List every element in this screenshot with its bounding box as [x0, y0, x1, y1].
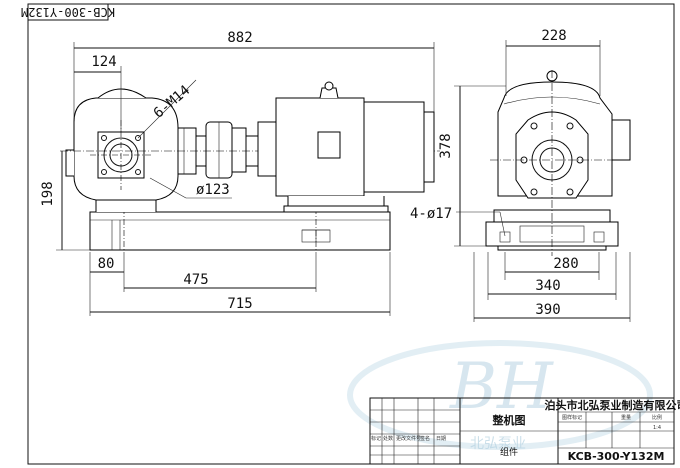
row-label-3: 签名: [420, 435, 430, 442]
base-plate: [89, 211, 391, 251]
row-label-0: 标记: [371, 435, 381, 442]
dim-base-offset: 80: [98, 256, 115, 272]
row-label-4: 日期: [436, 436, 446, 442]
dim-side-hole-280: 280: [553, 256, 578, 272]
corner-code-text: KCB-300-Y132M: [21, 5, 115, 19]
side-view: [485, 70, 631, 256]
row-label-2: 更改文件号: [396, 435, 421, 442]
drawing-frame: [27, 3, 675, 465]
dim-overall-length: 882: [227, 30, 252, 46]
dim-flange-offset: 124: [91, 54, 116, 70]
dim-side-width-top: 228: [541, 28, 566, 44]
dim-center-height: 198: [40, 181, 56, 206]
dim-side-base-width: 390: [535, 302, 560, 318]
col-label-1: 重量: [621, 414, 631, 421]
dim-anchor-holes: 4-ø17: [410, 206, 452, 222]
row-label-1: 处数: [383, 435, 393, 442]
dimension-lines: [56, 40, 631, 322]
front-view: [60, 81, 440, 252]
dim-side-hole-340: 340: [535, 278, 560, 294]
watermark-subtitle: 北弘泵业: [470, 436, 526, 452]
title-block: 标记 处数 更改文件号 签名 日期 整机图 组件 泊头市北弘泵业制造有限公司 图…: [369, 397, 680, 465]
company-name: 泊头市北弘泵业制造有限公司: [545, 398, 680, 412]
col-label-0: 图样标记: [562, 414, 582, 421]
model-code: KCB-300-Y132M: [568, 450, 665, 463]
dim-base-length: 715: [227, 296, 252, 312]
dim-side-height: 378: [438, 133, 454, 158]
scale-value: 1:4: [653, 425, 661, 431]
dim-hole-spacing-long: 475: [183, 272, 208, 288]
col-label-2: 比例: [652, 414, 662, 421]
dim-flange-dia: ø123: [196, 182, 230, 198]
group-label: 组件: [500, 446, 518, 458]
terminal-box: [317, 131, 341, 159]
company-watermark: BH 北弘泵业: [347, 340, 653, 452]
drawing-title: 整机图: [492, 413, 526, 427]
corner-code-box: KCB-300-Y132M: [21, 3, 115, 21]
watermark-letters: BH: [449, 350, 554, 424]
